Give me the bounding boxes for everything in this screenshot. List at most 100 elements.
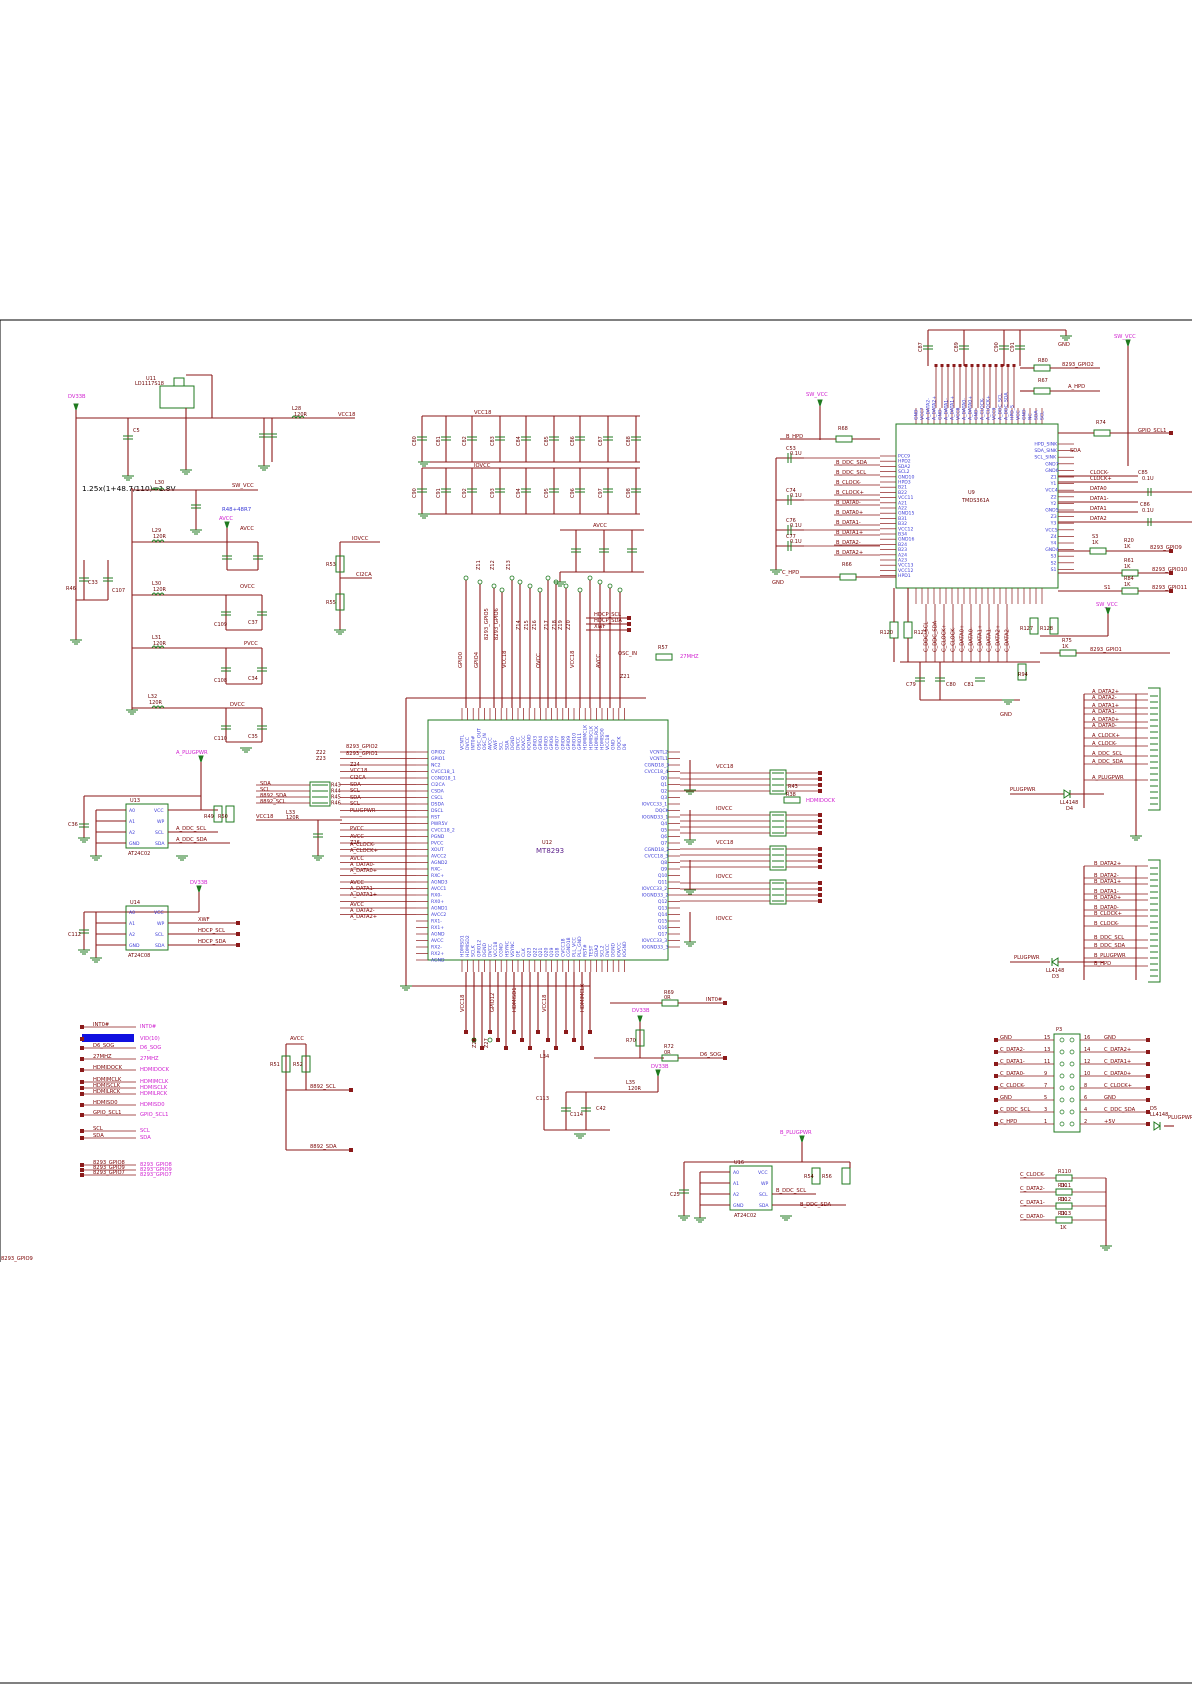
dv33-power-symbol <box>73 403 79 412</box>
u16-body <box>729 1165 773 1211</box>
svg-text:CLOCK-: CLOCK- <box>1090 470 1109 476</box>
u9-left-pin-label: A24 <box>898 552 907 558</box>
conn-b-net: B_PLUGPWR <box>1094 953 1126 959</box>
u12-right-pin-label: IOGND33_3 <box>642 945 669 951</box>
u9-left-pin-label: A21 <box>898 500 907 506</box>
test-point <box>517 579 523 585</box>
u9-left-pin-label: B32 <box>898 521 907 527</box>
cap-ref: C94 <box>516 488 522 498</box>
u12-right-pin-label: Q0 <box>661 776 668 782</box>
legend-left-net: INT0# <box>93 1022 109 1028</box>
u12-right-pin-label: CVCC18_4 <box>644 769 668 775</box>
u12-right-pin-label: IOVCC33_1 <box>642 802 668 808</box>
u12-left-net: 120R <box>286 815 300 821</box>
test-point <box>597 579 603 585</box>
svg-text:C113: C113 <box>536 1096 549 1102</box>
u12-bottom-pin-label: PLL_VCC <box>572 937 578 957</box>
cap-ref: C98 <box>626 488 632 498</box>
u9-top-pad <box>994 364 998 367</box>
svg-text:A0: A0 <box>129 808 135 814</box>
svg-text:C34: C34 <box>248 676 258 682</box>
cap-ref: C82 <box>462 436 468 446</box>
cap-ref: C95 <box>544 488 550 498</box>
u12-left-net: A_DATA2+ <box>350 914 377 920</box>
u9-top-pin-label: GND <box>1022 409 1028 420</box>
svg-text:SDA: SDA <box>1070 448 1081 454</box>
u12-right-pin-label: Q9 <box>661 867 668 873</box>
u9-left-pin-label: VCC11 <box>898 495 913 501</box>
svg-text:GND: GND <box>733 1203 744 1209</box>
svg-text:C110: C110 <box>214 736 227 742</box>
p3-left-net: C_HPD <box>1000 1119 1017 1125</box>
u9-left-pin-label: SDA2 <box>898 464 911 470</box>
svg-text:CLOCK+: CLOCK+ <box>1090 476 1112 482</box>
p3-right-pad <box>1146 1086 1150 1090</box>
p3-left-net: C_DATA2- <box>1000 1047 1025 1053</box>
svg-text:C114: C114 <box>570 1112 583 1118</box>
u9-top-pin-label: A_DATA0+ <box>968 396 974 420</box>
svg-text:WP: WP <box>157 819 165 825</box>
svg-text:R120: R120 <box>880 630 893 636</box>
p3-contact <box>1059 1061 1065 1067</box>
u9-top-pin-label: GND <box>914 409 920 420</box>
legend-right-net: SDA <box>140 1135 151 1141</box>
svg-text:1K: 1K <box>1092 540 1099 546</box>
u9-right-pin-label: Z2 <box>1051 494 1057 500</box>
c-resistor-array: C_CLOCK-R1101KC_DATA2-R1111KC_DATA1-R112… <box>1020 1169 1112 1251</box>
u9-left-pin-label: B34 <box>898 532 907 538</box>
array-pad <box>818 887 822 891</box>
c-res-body <box>1055 1174 1073 1182</box>
u12-left-net: 8293_GPIO2 <box>346 744 378 750</box>
p3-left-pin-no: 3 <box>1044 1107 1047 1113</box>
legend-left-net: HDMILRCK <box>93 1089 121 1095</box>
array-pad <box>818 783 822 787</box>
stub-net-label: GPIO0 <box>458 652 464 668</box>
resistor-block <box>309 781 331 807</box>
u9-top-pad <box>1012 364 1016 367</box>
legend-right-net: HDMIDOCK <box>140 1067 170 1073</box>
u12-bottom-pin-label: Q18 <box>555 947 561 957</box>
p3-right-pad <box>1146 1074 1150 1078</box>
test-point <box>491 583 497 589</box>
u9-top-pin-label: A_DATA1- <box>944 398 950 420</box>
svg-text:R67: R67 <box>1038 378 1048 384</box>
svg-text:C86: C86 <box>1140 502 1150 508</box>
u9-top-pin-label: A_DATA2- <box>926 398 932 420</box>
u9-top-pad <box>952 364 956 367</box>
legend-right-net: SCL <box>140 1128 150 1134</box>
u9-top-pin-label: GND <box>974 409 980 420</box>
svg-text:B_DDC_SDA: B_DDC_SDA <box>800 1202 832 1208</box>
svg-text:L34: L34 <box>540 1054 549 1060</box>
p3-right-pad <box>1146 1062 1150 1066</box>
p3-right-pin-no: 8 <box>1084 1083 1087 1089</box>
bottom-stub-net: HDMISD1 <box>512 988 518 1013</box>
array-power-label: VCC18 <box>716 764 733 770</box>
stub-pad <box>580 1046 584 1050</box>
d4-ref: D4 <box>1066 806 1073 812</box>
u9-bottom-net: C_CLOCK+ <box>942 624 948 652</box>
p3-left-net: C_DATA0- <box>1000 1071 1025 1077</box>
legend-pad <box>80 1129 84 1133</box>
svg-text:R20: R20 <box>1124 538 1134 544</box>
u9-top-pin-label: A_DATA1+ <box>950 396 956 420</box>
p3-left-pad <box>994 1098 998 1102</box>
u12-left-net: AVCC <box>350 834 364 840</box>
u9-top-pad <box>964 364 968 367</box>
u12-left-pin-label: PVCC <box>431 841 443 847</box>
stub-net-label: OVCC <box>536 653 542 668</box>
c-res-net: C_CLOCK- <box>1020 1172 1045 1178</box>
p3-right-pin-no: 16 <box>1084 1035 1090 1041</box>
u9-bottom-net: C_DATA2+ <box>996 625 1002 652</box>
u9-right-pin-label: GND4 <box>1045 547 1059 553</box>
legend-pad <box>80 1025 84 1029</box>
p3-right-pin-no: 2 <box>1084 1119 1087 1125</box>
u12-left-pin-label: AGND3 <box>431 880 448 886</box>
test-point <box>527 583 533 589</box>
u12-top-pin-label: HDMISCLK <box>588 725 594 750</box>
bottom-stub-net: GPIO12 <box>490 993 496 1012</box>
u9-top-pad <box>988 364 992 367</box>
u12-bottom-pin-label: IOGND <box>622 941 628 957</box>
u12-right-pin-label: Q15 <box>658 919 668 925</box>
legend-right-net: VID(10) <box>140 1036 160 1042</box>
